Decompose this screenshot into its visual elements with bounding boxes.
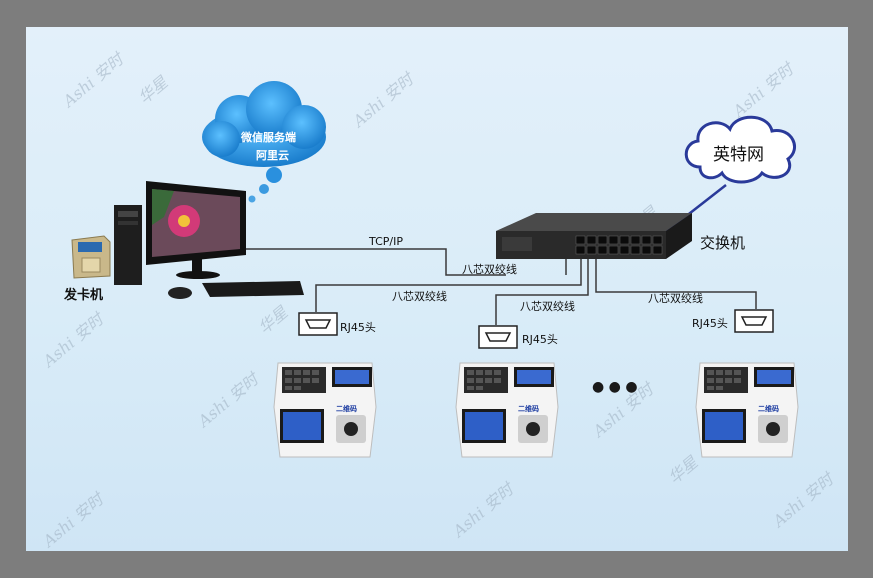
cable-label-mid: 八芯双绞线	[520, 300, 575, 313]
cloud-icon	[202, 81, 326, 203]
rj45-icon	[734, 309, 774, 333]
qr-label: 二维码	[518, 404, 539, 413]
rj45-icon	[478, 325, 518, 349]
terminal-left: 二维码	[272, 357, 378, 461]
qr-label: 二维码	[758, 404, 779, 413]
rj45-icon	[298, 312, 338, 336]
internet-cloud-icon	[684, 115, 796, 184]
rj45-label-right: RJ45头	[692, 317, 728, 330]
tcpip-label: TCP/IP	[369, 235, 403, 248]
cloud-label-line1: 微信服务端	[241, 131, 296, 144]
terminal-icon: 二维码	[695, 362, 799, 458]
cloud-label-line2: 阿里云	[256, 149, 289, 162]
tcpip-link	[238, 248, 506, 276]
card-issuer-label: 发卡机	[64, 288, 104, 303]
diagram-canvas: Ashi 安时 Ashi 安时 Ashi 安时 Ashi 安时 Ashi 安时 …	[26, 27, 848, 551]
qr-label: 二维码	[336, 404, 357, 413]
card-issuer-icon	[71, 235, 111, 279]
cable-left	[315, 259, 582, 312]
switch-icon	[496, 213, 692, 259]
cable-label-right: 八芯双绞线	[648, 292, 703, 305]
terminal-icon: 二维码	[455, 362, 559, 458]
switch-label: 交换机	[700, 234, 746, 252]
internet-label: 英特网	[713, 145, 764, 165]
cable-right	[595, 259, 757, 309]
terminal-mid: 二维码	[454, 357, 560, 461]
rj45-label-mid: RJ45头	[522, 333, 558, 346]
computer-icon	[114, 181, 304, 299]
cable-label-top: 八芯双绞线	[462, 263, 517, 276]
terminal-icon: 二维码	[273, 362, 377, 458]
cable-mid	[495, 259, 589, 325]
cable-label-left: 八芯双绞线	[392, 290, 447, 303]
ellipsis: ● ● ●	[592, 379, 638, 395]
terminal-right: 二维码	[694, 357, 800, 461]
rj45-label-left: RJ45头	[340, 321, 376, 334]
